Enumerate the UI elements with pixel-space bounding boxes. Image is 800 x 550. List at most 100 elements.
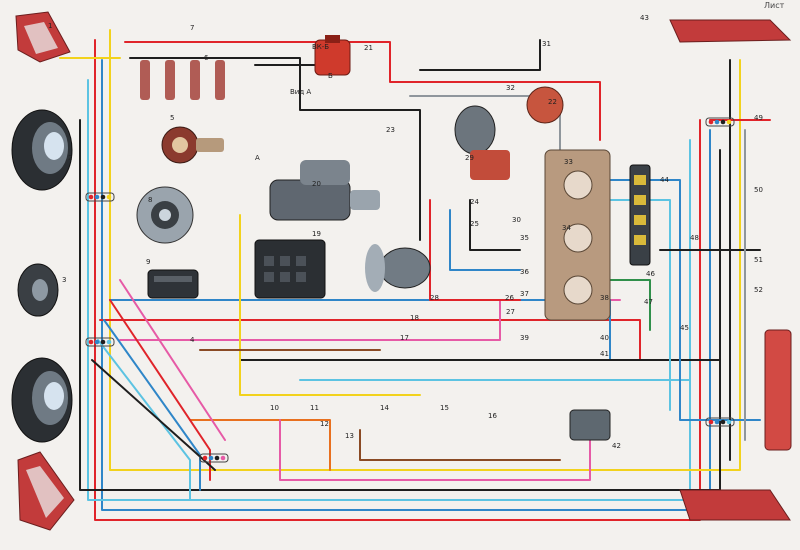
callout-4: 4: [190, 336, 195, 344]
wire-red-left-trunk: [94, 39, 701, 521]
callout-45: 45: [680, 324, 689, 332]
license-plate-lamp: [764, 329, 792, 451]
components: [11, 11, 792, 531]
headlamp-left-top: [11, 109, 73, 191]
callout-18: 18: [410, 314, 419, 322]
coil-terminal-b: Б: [328, 72, 333, 80]
wire-yellow-mid: [239, 214, 421, 396]
callout-15: 15: [440, 404, 449, 412]
callout-25: 25: [470, 220, 479, 228]
callout-41: 41: [600, 350, 609, 358]
harness-clamp-left-mid: [85, 337, 115, 347]
callout-36: 36: [520, 268, 529, 276]
callout-35: 35: [520, 234, 529, 242]
wire-black-top: [129, 57, 421, 241]
callout-44: 44: [660, 176, 669, 184]
callout-51: 51: [754, 256, 763, 264]
callout-28: 28: [430, 294, 439, 302]
ignition-coil: [314, 35, 351, 76]
wire-cyan-left-trunk: [87, 79, 691, 501]
callout-16: 16: [488, 412, 497, 420]
wire-red-mid: [99, 319, 641, 361]
callout-42: 42: [612, 442, 621, 450]
wire-black-ignition: [469, 199, 521, 251]
callout-49: 49: [754, 114, 763, 122]
callout-32: 32: [506, 84, 515, 92]
callout-21: 21: [364, 44, 373, 52]
harness-clamp-right-top: [705, 117, 735, 127]
callout-9: 9: [146, 258, 150, 266]
callout-39: 39: [520, 334, 529, 342]
voltage-regulator: [147, 269, 199, 299]
wire-red-diagonal: [109, 299, 211, 481]
callout-12: 12: [320, 420, 329, 428]
starter: [269, 160, 380, 221]
callout-11: 11: [310, 404, 319, 412]
callout-17: 17: [400, 334, 409, 342]
callout-27: 27: [506, 308, 515, 316]
harness-clamp-bottom-left: [199, 453, 229, 463]
horn: [17, 263, 59, 317]
wire-brown-lower: [359, 429, 561, 461]
callout-47: 47: [644, 298, 653, 306]
callout-33: 33: [564, 158, 573, 166]
callout-40: 40: [600, 334, 609, 342]
wire-black-left-trunk: [79, 119, 721, 491]
callout-5: 5: [170, 114, 174, 122]
callout-19: 19: [312, 230, 321, 238]
callout-30: 30: [512, 216, 521, 224]
ignition-switch: [569, 409, 611, 441]
harness-clamps: [85, 117, 735, 463]
generator: [136, 186, 194, 244]
instrument-cluster: [544, 149, 611, 321]
callout-31: 31: [542, 40, 551, 48]
callout-43: 43: [640, 14, 649, 22]
wire-yellow-left-trunk: [109, 29, 741, 471]
wire-orange-mid: [189, 419, 331, 471]
callout-26: 26: [505, 294, 514, 302]
callout-29: 29: [465, 154, 474, 162]
callout-2: 2: [68, 154, 72, 162]
callout-24: 24: [470, 198, 479, 206]
callout-46: 46: [646, 270, 655, 278]
callout-23: 23: [386, 126, 395, 134]
wire-blue-ignition: [449, 209, 521, 271]
speedometer: [526, 86, 564, 124]
callout-10: 10: [270, 404, 279, 412]
headlamp-left-bottom: [11, 357, 73, 443]
harness-clamp-right-bottom: [705, 417, 735, 427]
callout-7: 7: [190, 24, 194, 32]
wire-blue-left-trunk: [101, 59, 711, 511]
distributor: [161, 126, 224, 164]
wire-red-ignition: [429, 199, 521, 301]
wiper-motor: [454, 105, 510, 180]
wire-red-top: [124, 41, 601, 141]
callout-3: 3: [62, 276, 66, 284]
callout-14: 14: [380, 404, 389, 412]
callout-1: 1: [48, 22, 52, 30]
heater-motor: [365, 244, 431, 292]
view-a-label: Вид А: [290, 88, 311, 96]
fuse-block: [629, 164, 651, 266]
wire-black-diagonal: [91, 359, 216, 471]
callout-13: 13: [345, 432, 354, 440]
callout-22: 22: [548, 98, 557, 106]
wire-black-top-right: [419, 39, 541, 71]
battery: [254, 239, 326, 299]
rear-lamp-right-top: [669, 19, 792, 43]
callout-52: 52: [754, 286, 763, 294]
rear-lamp-right-bottom: [679, 489, 791, 521]
callout-50: 50: [754, 186, 763, 194]
wire-pink-diagonal: [119, 279, 226, 441]
callout-38: 38: [600, 294, 609, 302]
harness-clamp-left-top: [85, 192, 115, 202]
coil-terminal-vk: ВК-Б: [312, 43, 329, 51]
callout-8: 8: [148, 196, 152, 204]
arrow-a-label: А: [255, 154, 260, 162]
callout-20: 20: [312, 180, 321, 188]
callout-34: 34: [562, 224, 571, 232]
wire-cyan-diagonal: [97, 339, 191, 501]
wire-pink-lower: [279, 419, 591, 481]
